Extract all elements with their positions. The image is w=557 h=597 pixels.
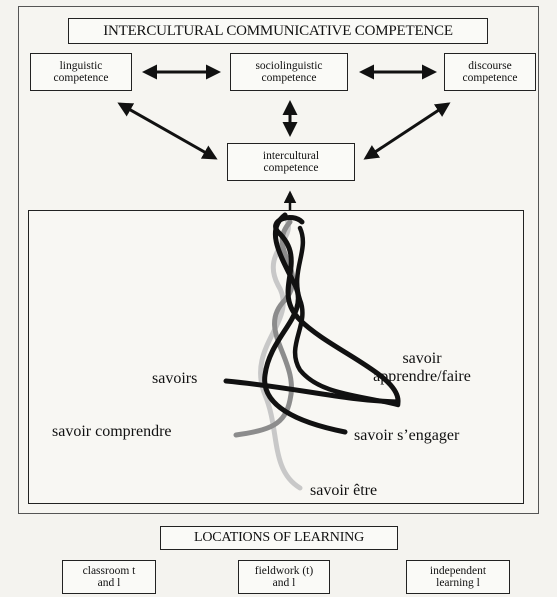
label-savoirs: savoirs [152,370,198,387]
discourse-competence-label: discourse competence [462,59,518,84]
discourse-competence-box: discourse competence [444,53,536,91]
location-fieldwork-box: fieldwork (t) and l [238,560,330,594]
strand-savoir-sengager [262,212,348,435]
label-savoir-sengager: savoir s’engager [354,427,460,444]
location-classroom-box: classroom t and l [62,560,156,594]
location-independent-box: independent learning l [406,560,510,594]
intercultural-competence-box: intercultural competence [227,143,355,181]
intercultural-competence-label: intercultural competence [262,149,320,174]
top-title: INTERCULTURAL COMMUNICATIVE COMPETENCE [103,22,453,39]
arrow-linguistic-intercultural [117,102,218,160]
location-fieldwork-label: fieldwork (t) and l [254,564,314,589]
top-title-box: INTERCULTURAL COMMUNICATIVE COMPETENCE [68,18,488,44]
strand-savoir-comprendre [233,219,296,438]
label-savoir-comprendre: savoir comprendre [52,423,172,440]
strand-savoir-apprendre [292,225,401,408]
locations-title-box: LOCATIONS OF LEARNING [160,526,398,550]
sociolinguistic-competence-label: sociolinguistic competence [255,59,323,84]
linguistic-competence-label: linguistic competence [53,59,109,84]
location-independent-label: independent learning l [429,564,487,589]
arrow-discourse-intercultural [363,102,451,160]
sociolinguistic-competence-box: sociolinguistic competence [230,53,348,91]
location-classroom-label: classroom t and l [82,564,136,589]
label-savoir-etre: savoir être [310,482,378,499]
locations-title: LOCATIONS OF LEARNING [193,530,365,546]
label-savoir-apprendre-faire: savoir apprendre/faire [373,350,471,386]
linguistic-competence-box: linguistic competence [30,53,132,91]
